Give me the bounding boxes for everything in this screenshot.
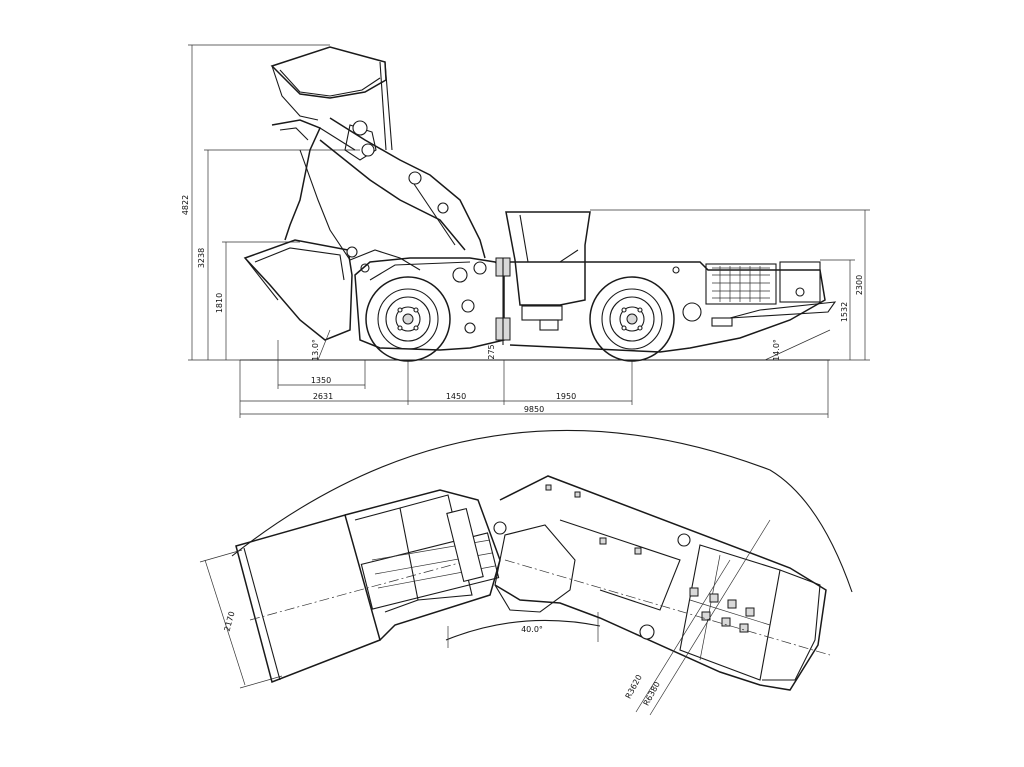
dim-rear-height: 1532: [840, 302, 849, 322]
dim-inner-radius: R3620: [624, 673, 644, 700]
top-rear-frame: [494, 475, 831, 691]
articulation-joint: [495, 257, 511, 345]
dim-articulation-angle: 40.0°: [521, 625, 543, 634]
loader-arm: [299, 117, 486, 261]
front-wheel: [365, 276, 451, 362]
departure-angle-line: [764, 329, 831, 361]
engine-block: [545, 484, 755, 633]
dim-reach: 1350: [311, 376, 331, 385]
side-view: 4822 3238 1810 2300 1532 275 13.0° 14.0°…: [181, 44, 870, 418]
dim-bucket-height: 1810: [215, 293, 224, 313]
rear-frame: [505, 211, 837, 353]
lowered-bucket: [243, 239, 421, 341]
dim-outer-radius: R6380: [642, 680, 662, 707]
height-dimension-lines: [188, 44, 360, 361]
dim-departure-angle: 14.0°: [772, 339, 781, 361]
dim-ground-clearance: 275: [487, 344, 496, 359]
inner-turning-arc: [445, 619, 601, 641]
inner-radius-leader: [635, 559, 731, 713]
dim-bucket-width: 2170: [223, 610, 237, 632]
bucket-width-line: [204, 559, 246, 686]
mid-bucket: [271, 119, 356, 241]
dim-pivot-rear-axle: 1950: [556, 392, 576, 401]
dim-bucket-angle: 13.0°: [311, 339, 320, 361]
right-dimension-lines: [590, 209, 870, 361]
top-view: 2170 40.0° R3620 R6380: [199, 429, 853, 716]
bucket-angle-line: [317, 329, 331, 361]
dim-front-axle-pivot: 1450: [446, 392, 466, 401]
dim-overall-length: 9850: [524, 405, 544, 414]
dim-machine-height: 2300: [855, 275, 864, 295]
length-dimension-lines: [239, 340, 829, 418]
top-front-frame: [344, 489, 507, 641]
dim-dump-height: 3238: [197, 248, 206, 268]
dim-overall-height: 4822: [181, 195, 190, 215]
front-frame: [354, 257, 505, 351]
outer-turning-arc: [231, 429, 853, 593]
outer-radius-leader: [649, 519, 771, 716]
rear-wheel: [589, 276, 675, 362]
dim-front-overhang: 2631: [313, 392, 333, 401]
raised-bucket: [270, 46, 393, 151]
